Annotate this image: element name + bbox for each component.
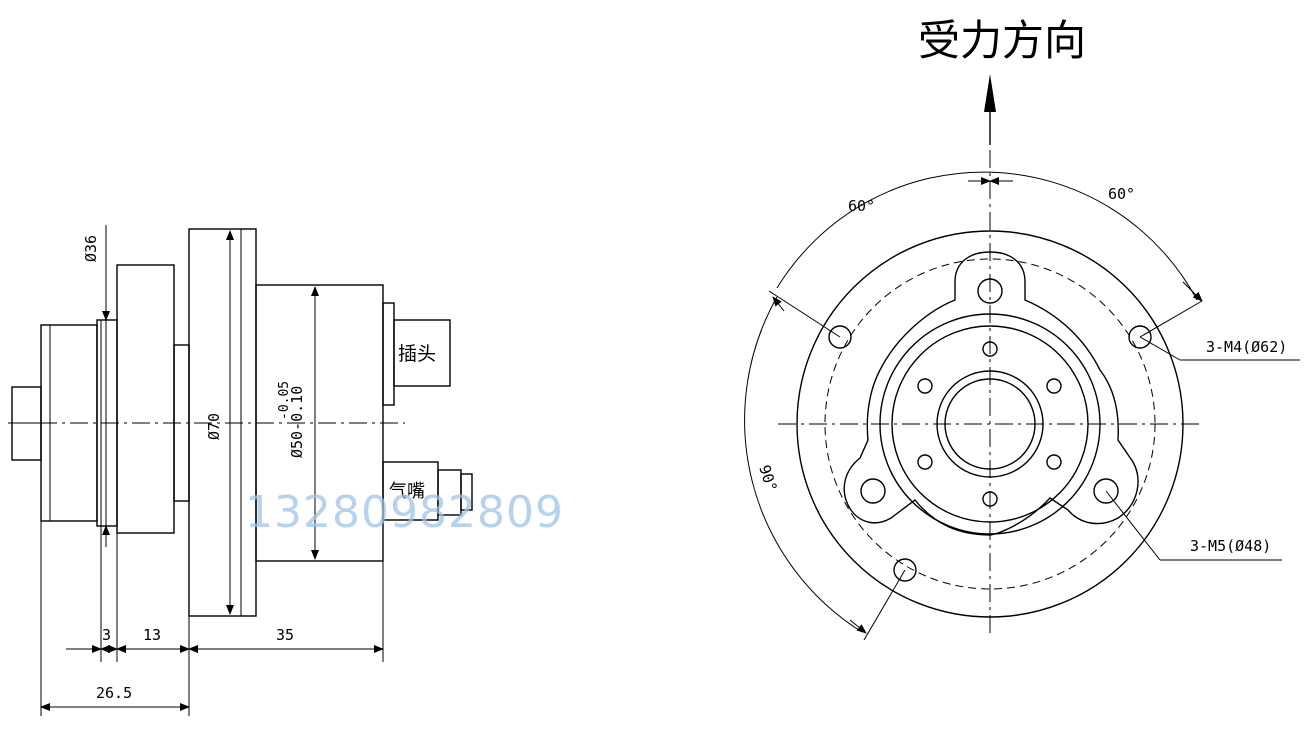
m4-hole-bottom: [893, 558, 917, 582]
bore-inner: [944, 378, 1036, 470]
outer-circle: [796, 230, 1184, 618]
callout-m4: 3-M4(Ø62): [1206, 338, 1287, 356]
plug-box: [393, 319, 451, 387]
m4-hole-right: [1128, 325, 1152, 349]
inner-ring-inner: [891, 325, 1089, 523]
air-nozzle-end: [460, 473, 473, 511]
force-direction-title: 受力方向: [918, 16, 1086, 65]
side-view: Ø36 Ø70 -0.05 Ø50-0.10 3 13 35 26.5 插头 气…: [8, 225, 564, 716]
m5-hole-right: [1093, 478, 1119, 504]
angle-right-label: 60°: [1108, 185, 1135, 203]
m4-hole-left: [828, 325, 852, 349]
small-hole-5: [917, 454, 933, 470]
flange-body: [116, 264, 175, 534]
small-hole-2: [1046, 378, 1062, 394]
dim-3: 3: [102, 626, 111, 644]
watermark: 13280982809: [245, 487, 564, 538]
dim-d50: Ø50-0.10: [288, 386, 306, 458]
small-hole-4: [982, 491, 998, 507]
angle-arc-left: [744, 296, 863, 633]
dim-d70: Ø70: [205, 413, 223, 440]
tri-lobe-flange: [843, 251, 1139, 536]
inner-ring-outer: [879, 313, 1101, 535]
small-hole-1: [982, 341, 998, 357]
plug-label: 插头: [398, 343, 436, 365]
m5-hole-left: [860, 478, 886, 504]
force-arrow-head: [984, 74, 996, 112]
bore-outer: [936, 370, 1044, 478]
plug-base: [382, 302, 395, 406]
pitch-circle-62: [824, 258, 1156, 590]
callout-m5: 3-M5(Ø48): [1190, 537, 1271, 555]
dim-13: 13: [143, 626, 161, 644]
angle-bottom-label: 90°: [755, 463, 780, 494]
small-hole-6: [917, 378, 933, 394]
air-nozzle-label: 气嘴: [389, 481, 425, 502]
small-hole-3: [1046, 454, 1062, 470]
body-d50: [255, 284, 384, 562]
dim-26-5: 26.5: [96, 684, 132, 702]
angle-arc-top: [776, 171, 1198, 301]
dim-35: 35: [276, 626, 294, 644]
dim-d36: Ø36: [82, 235, 100, 262]
dim-d50-tol: -0.05: [277, 381, 292, 420]
angle-left-label: 60°: [848, 197, 875, 215]
m5-hole-top: [977, 278, 1003, 304]
front-view: 受力方向: [744, 16, 1300, 641]
